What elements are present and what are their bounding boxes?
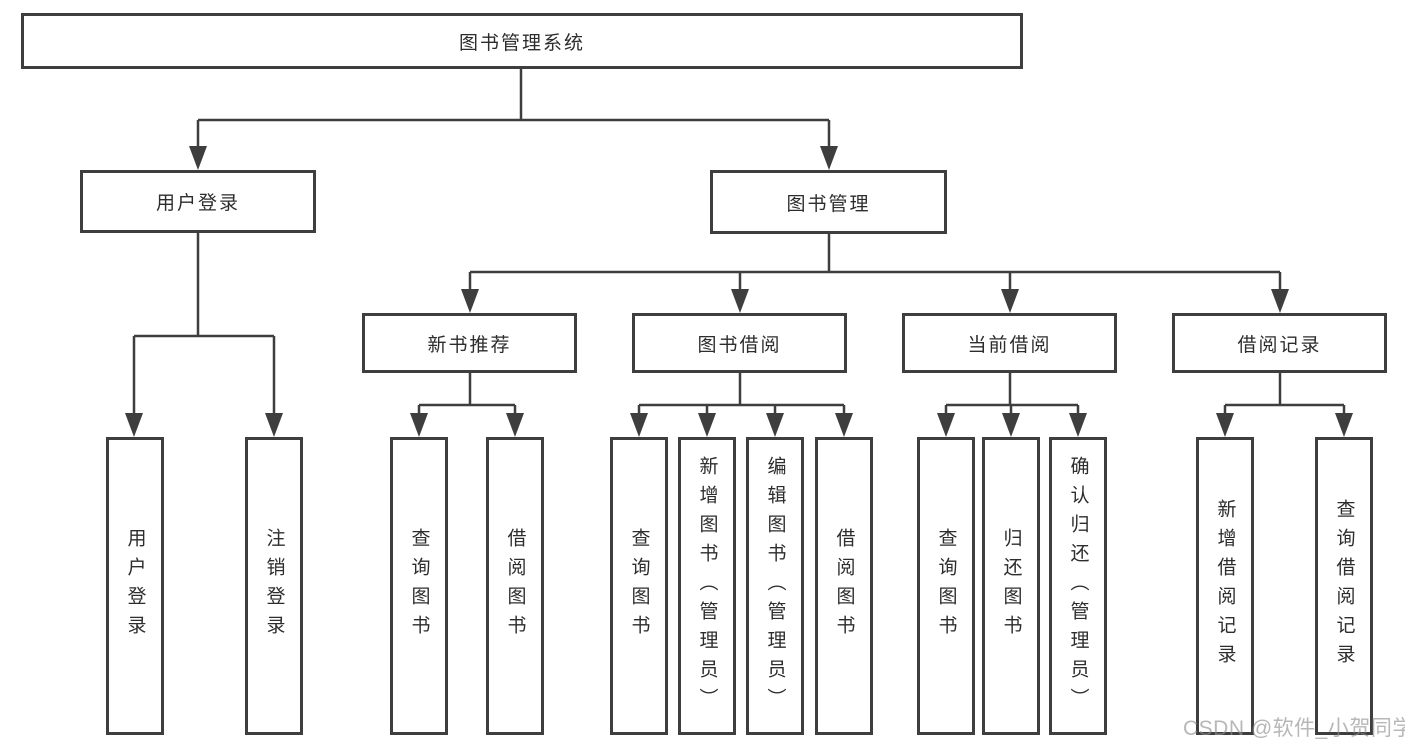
leaf-query-borrow-record: 查询借阅记录 (1315, 437, 1373, 735)
leaf-query-books: 查询图书 (390, 437, 448, 735)
leaf-query-books: 查询图书 (610, 437, 668, 735)
arrowheads (125, 146, 1353, 437)
node-book-borrowing: 图书借阅 (632, 313, 847, 373)
leaf-add-books-admin: 新增图书（管理员） (678, 437, 736, 735)
leaf-borrow-books: 借阅图书 (815, 437, 873, 735)
leaf-confirm-return-admin: 确认归还（管理员） (1049, 437, 1107, 735)
leaf-return-books: 归还图书 (982, 437, 1040, 735)
leaf-query-books: 查询图书 (917, 437, 975, 735)
node-library-management-system: 图书管理系统 (21, 13, 1023, 69)
node-current-borrowing: 当前借阅 (902, 313, 1117, 373)
leaf-user-login: 用户登录 (106, 437, 164, 735)
leaf-edit-books-admin: 编辑图书（管理员） (746, 437, 804, 735)
csdn-watermark: CSDN @软件_小贺同学 (1183, 717, 1405, 740)
leaf-logout: 注销登录 (245, 437, 303, 735)
leaf-add-borrow-record: 新增借阅记录 (1196, 437, 1254, 735)
node-book-management: 图书管理 (710, 170, 947, 234)
leaf-borrow-books: 借阅图书 (486, 437, 544, 735)
node-borrowing-records: 借阅记录 (1172, 313, 1387, 373)
node-new-book-recommendation: 新书推荐 (362, 313, 577, 373)
node-user-login: 用户登录 (80, 170, 316, 233)
